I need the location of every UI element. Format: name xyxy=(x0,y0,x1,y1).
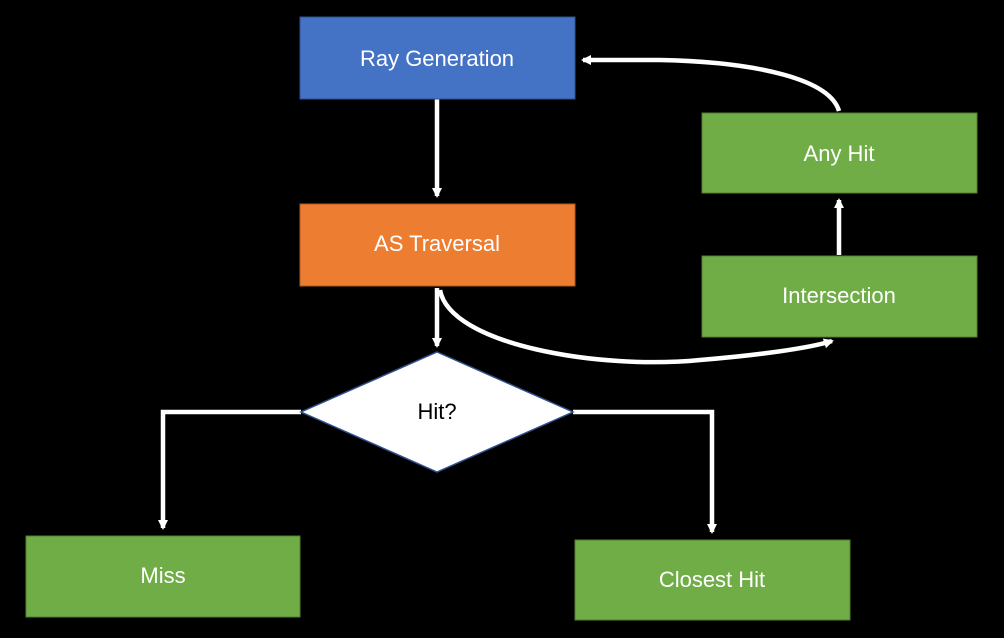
as-traversal-label: AS Traversal xyxy=(374,231,500,256)
hit-decision-diamond xyxy=(299,351,575,473)
node-miss: Miss xyxy=(25,535,301,618)
intersection-label: Intersection xyxy=(782,283,896,308)
edge-traversal-to-intersection xyxy=(437,289,834,365)
miss-box xyxy=(25,535,301,618)
ray-generation-label: Ray Generation xyxy=(360,46,514,71)
edge-anyhit-to-raygen xyxy=(581,55,842,112)
node-closest-hit: Closest Hit xyxy=(574,539,851,621)
edge-hit-to-closesthit xyxy=(573,409,717,534)
closest-hit-label: Closest Hit xyxy=(659,567,765,592)
closest-hit-box xyxy=(574,539,851,621)
node-any-hit: Any Hit xyxy=(701,112,978,194)
node-intersection: Intersection xyxy=(701,255,978,338)
node-hit-decision: Hit? xyxy=(299,351,575,473)
node-as-traversal: AS Traversal xyxy=(299,203,576,287)
edge-hit-to-miss xyxy=(158,409,301,530)
any-hit-label: Any Hit xyxy=(804,141,875,166)
ray-generation-box xyxy=(299,16,576,100)
intersection-box xyxy=(701,255,978,338)
as-traversal-box xyxy=(299,203,576,287)
miss-label: Miss xyxy=(140,563,185,588)
edges xyxy=(158,55,844,534)
any-hit-box xyxy=(701,112,978,194)
hit-decision-label: Hit? xyxy=(417,399,456,424)
node-ray-generation: Ray Generation xyxy=(299,16,576,100)
